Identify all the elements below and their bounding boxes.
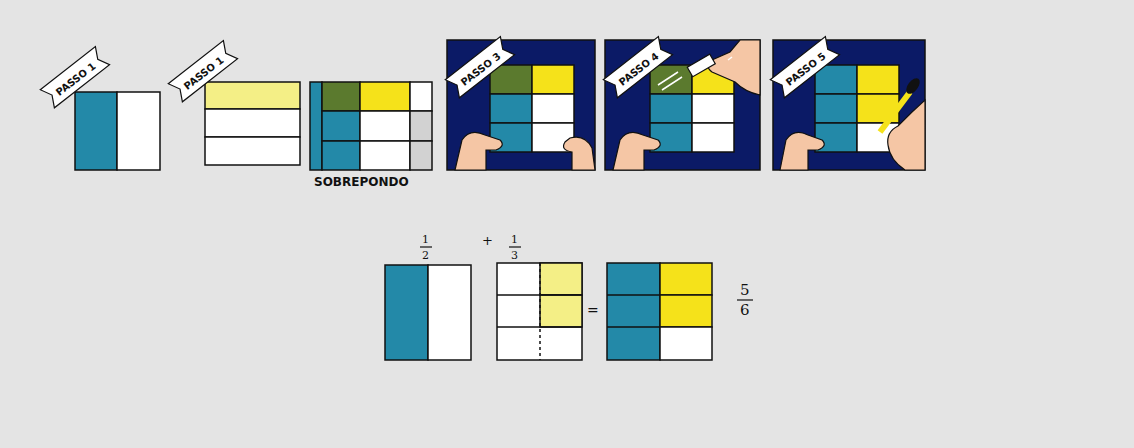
third-fill xyxy=(540,295,582,327)
ribbon-outline xyxy=(770,37,839,98)
blue-cell xyxy=(322,141,360,170)
sum-fill xyxy=(660,263,712,295)
fraction-bar xyxy=(420,247,753,300)
panel xyxy=(447,40,595,170)
sum-fill xyxy=(660,295,712,327)
white-cell xyxy=(360,111,410,141)
sum-fill xyxy=(607,263,660,360)
overlap-cell xyxy=(322,82,360,111)
third-empty xyxy=(205,109,300,137)
caption-word: SOBREPONDO xyxy=(314,176,409,188)
half-fill xyxy=(385,265,428,360)
ribbon-outline xyxy=(445,37,514,98)
blue-cell xyxy=(322,111,360,141)
third-fill xyxy=(205,82,300,109)
ribbon-banner: PASSO 5 xyxy=(770,37,839,98)
ribbon-banner: PASSO 3 xyxy=(445,37,514,98)
third-empty xyxy=(205,137,300,165)
half-empty xyxy=(428,265,471,360)
sum-empty xyxy=(660,327,712,360)
equals-sign: = xyxy=(587,303,599,317)
half-empty xyxy=(117,92,160,170)
eraser xyxy=(687,54,715,77)
ribbon-banner: PASSO 4 xyxy=(603,37,672,98)
white-cell xyxy=(360,141,410,170)
denominator: 3 xyxy=(511,250,518,261)
ribbon-outline xyxy=(168,41,237,102)
white-cell xyxy=(410,82,432,111)
erase-marks xyxy=(658,57,732,90)
numerator: 5 xyxy=(740,283,750,298)
brush-tip xyxy=(904,76,923,96)
denominator: 6 xyxy=(740,303,750,318)
hand xyxy=(455,40,925,170)
third-square xyxy=(497,263,582,360)
ribbon-outline xyxy=(603,37,672,98)
ribbon-banner: PASSO 1 xyxy=(40,47,109,108)
grey-cell xyxy=(410,111,432,141)
plus-sign: + xyxy=(482,234,493,247)
grey-cell xyxy=(410,141,432,170)
ribbon-outline xyxy=(40,47,109,108)
ribbon-banner: PASSO 1 xyxy=(168,41,237,102)
numerator: 1 xyxy=(422,234,429,245)
yellow-cell xyxy=(360,82,410,111)
numerator: 1 xyxy=(511,234,518,245)
half-fill xyxy=(75,92,117,170)
denominator: 2 xyxy=(422,250,429,261)
brush-handle xyxy=(880,92,910,132)
overlay-strip xyxy=(310,82,322,170)
third-fill xyxy=(540,263,582,295)
